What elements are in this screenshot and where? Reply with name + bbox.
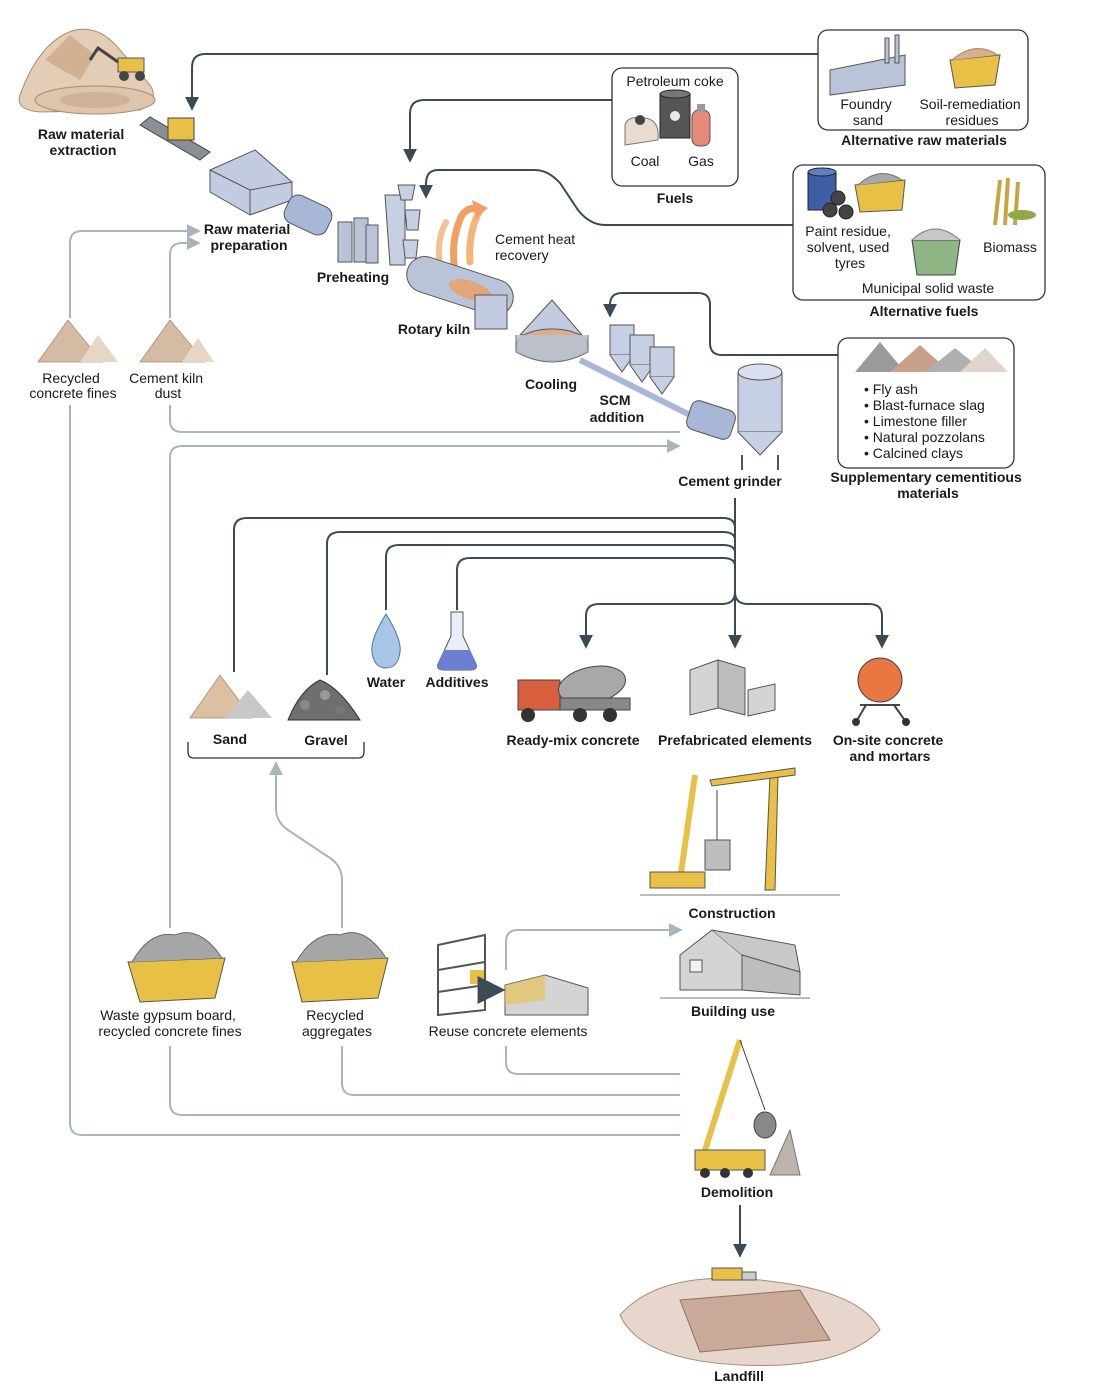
preheater-illustration (337, 184, 421, 266)
cement-mixer-icon (852, 657, 910, 726)
foundry-sand-label: Foundry sand (840, 96, 895, 128)
prep-hall-illustration (209, 149, 333, 236)
gravel-pile-icon (287, 679, 361, 721)
scm-piles-icon (855, 342, 1008, 372)
onsite-label: On-site concrete and mortars (833, 732, 947, 764)
cooler-illustration (515, 299, 589, 363)
flow-kiln-dust-to-grinder (169, 405, 680, 433)
additives-label: Additives (425, 674, 488, 690)
rotary-kiln-illustration (406, 256, 514, 330)
kiln-dust-label: Cement kiln dust (129, 370, 207, 401)
skip-icon (854, 173, 906, 213)
scm-silos-illustration (578, 324, 702, 423)
raw-extraction-label: Raw material extraction (38, 126, 128, 158)
waste-bin-icon (911, 228, 961, 276)
tyres-icon (822, 190, 854, 220)
alt-fuels-box (792, 164, 1046, 301)
flow-demolition-to-reuse (505, 1046, 680, 1075)
flow-to-gravel (326, 531, 736, 675)
factory-icon (829, 34, 906, 96)
coal-bag-icon (624, 115, 659, 146)
alt-fuels-title: Alternative fuels (870, 303, 979, 319)
oil-drum-icon (659, 89, 691, 139)
flow-demolition-to-aggregates (341, 1046, 680, 1096)
cement-grinder-label: Cement grinder (678, 473, 782, 489)
flow-alt-fuels-to-preheater (419, 169, 793, 226)
preheating-label: Preheating (317, 269, 389, 285)
reuse-buildings-icon (437, 933, 589, 1017)
text-labels: Raw material extraction Raw material pre… (29, 73, 1036, 1384)
recycled-fines-pile-icon (37, 319, 118, 363)
flow-aggregates-to-sandgravel (275, 770, 343, 928)
gas-label: Gas (688, 153, 714, 169)
heat-recovery-arrows (435, 200, 488, 276)
kiln-dust-pile-icon (139, 319, 214, 363)
msw-label: Municipal solid waste (862, 280, 994, 296)
house-illustration (660, 929, 810, 999)
biomass-icon (993, 177, 1036, 226)
aggregates-label: Recycled aggregates (302, 1007, 372, 1039)
coal-label: Coal (631, 153, 660, 169)
biomass-label: Biomass (983, 239, 1037, 255)
soil-skip-icon (949, 48, 1001, 89)
construction-label: Construction (688, 905, 775, 921)
water-drop-icon (371, 613, 401, 669)
conveyor-illustration (139, 116, 211, 161)
flow-recycled-fines-to-prep (69, 224, 201, 318)
raw-preparation-label: Raw material preparation (204, 221, 294, 253)
flow-to-readymix (579, 591, 736, 649)
flow-kiln-dust-to-prep (169, 236, 201, 318)
quarry-illustration (18, 28, 156, 115)
flow-reuse-to-construction (505, 923, 683, 970)
flask-icon (437, 611, 477, 671)
rotary-kiln-label: Rotary kiln (398, 321, 470, 337)
mixer-truck-icon (517, 665, 631, 722)
aggregates-skip-icon (291, 932, 389, 1003)
landfill-illustration (619, 1267, 881, 1367)
ready-mix-label: Ready-mix concrete (506, 732, 639, 748)
flow-gypsum-to-grinder (169, 439, 681, 928)
gypsum-label: Waste gypsum board, recycled concrete fi… (98, 1007, 241, 1039)
flow-demolition-to-gypsum (169, 1046, 680, 1116)
alt-raw-title: Alternative raw materials (841, 132, 1007, 148)
prefab-label: Prefabricated elements (658, 732, 812, 748)
scm-title: Supplementary cementitious materials (830, 469, 1025, 501)
prefab-walls-icon (689, 659, 776, 717)
flow-to-sand (233, 517, 736, 672)
flow-lines (69, 53, 889, 1258)
water-label: Water (367, 674, 406, 690)
fuels-title: Fuels (657, 190, 694, 206)
scm-items: • Fly ash • Blast-furnace slag • Limesto… (864, 381, 989, 461)
flow-to-onsite (734, 591, 889, 649)
heat-recovery-label: Cement heat recovery (495, 231, 579, 263)
sand-gravel-bracket (187, 742, 365, 759)
flow-demolition-to-fines (69, 405, 680, 1136)
crane-illustration (640, 767, 840, 896)
soil-remediation-label: Soil-remediation residues (919, 96, 1024, 128)
flow-scm-to-addition (603, 292, 838, 356)
flow-fuels-to-preheater (403, 99, 612, 163)
demolition-crane-illustration (694, 1039, 801, 1178)
flow-alt-raw-to-extraction (185, 53, 818, 111)
sand-label: Sand (213, 731, 247, 747)
scm-addition-label: SCM addition (590, 392, 644, 425)
flow-to-additives (456, 557, 736, 610)
gas-bottle-icon (691, 104, 711, 147)
flow-to-water (385, 544, 736, 610)
landfill-label: Landfill (714, 1368, 764, 1384)
demolition-label: Demolition (701, 1184, 773, 1200)
cement-grinder-illustration (686, 363, 783, 470)
cooling-label: Cooling (525, 376, 577, 392)
sand-pile-icon (189, 674, 272, 719)
petcoke-label: Petroleum coke (626, 73, 723, 89)
recycled-fines-label: Recycled concrete fines (29, 370, 116, 401)
paint-residue-label: Paint residue, solvent, used tyres (805, 223, 895, 271)
building-use-label: Building use (691, 1003, 775, 1019)
reuse-label: Reuse concrete elements (429, 1023, 588, 1039)
gravel-label: Gravel (304, 732, 348, 748)
gypsum-skip-icon (127, 932, 226, 1003)
